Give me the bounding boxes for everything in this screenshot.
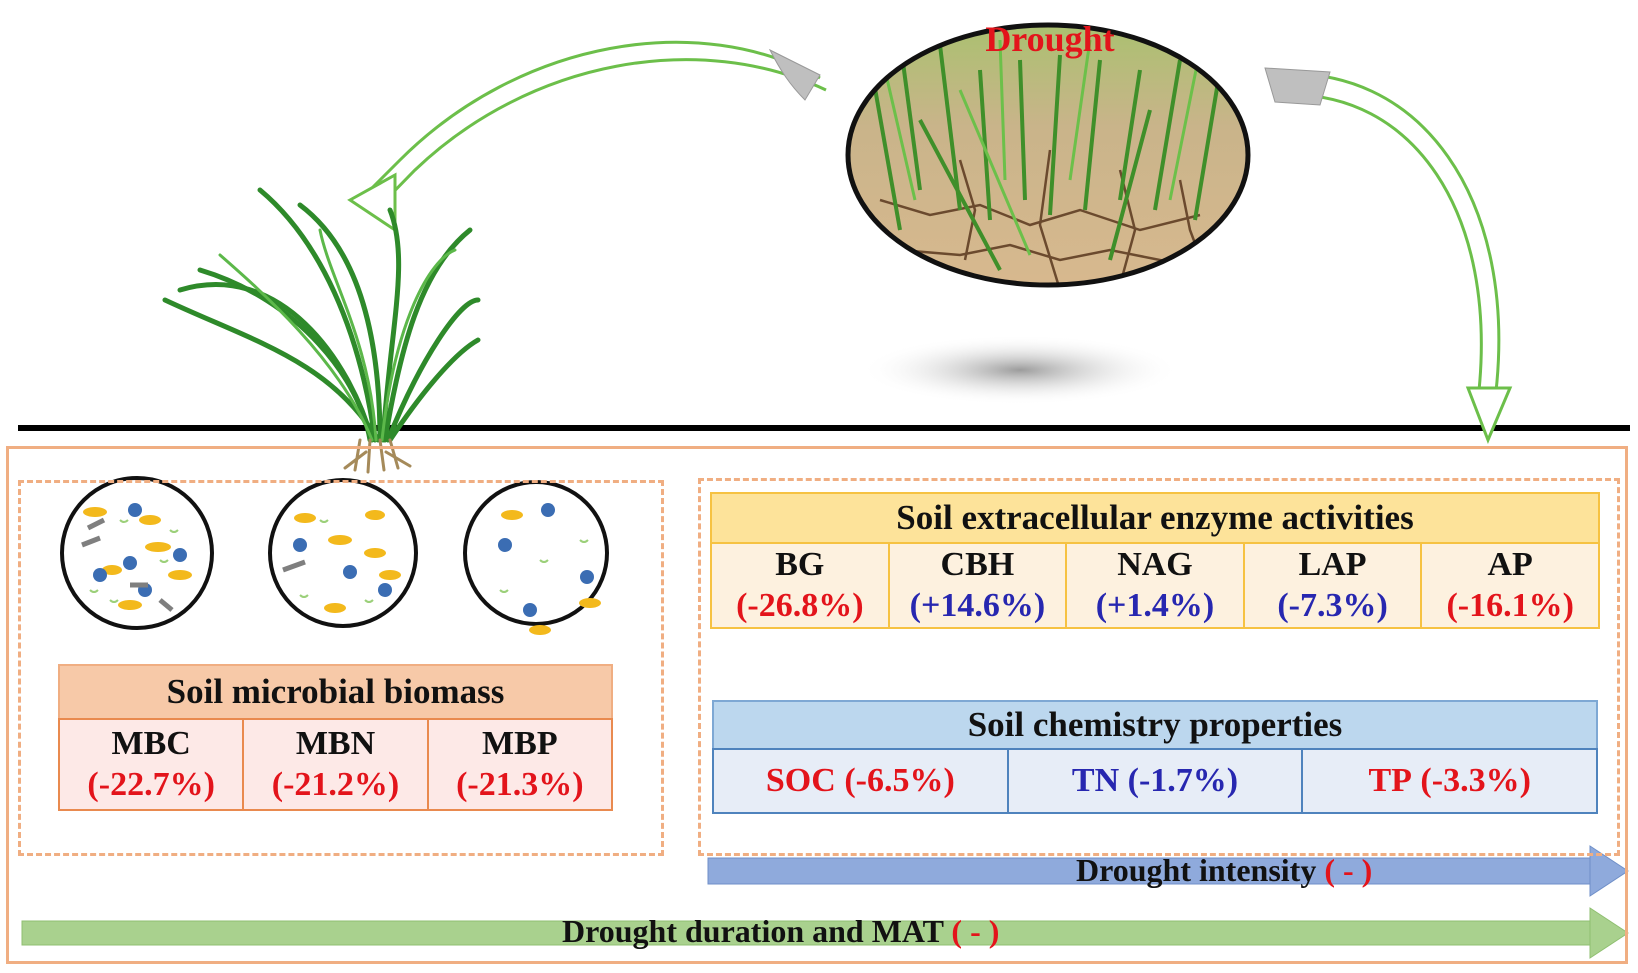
chemistry-table: Soil chemistry properties SOC (-6.5%) TN…	[712, 700, 1598, 814]
cell-name: BG	[775, 545, 825, 583]
cell-name: MBN	[295, 724, 376, 762]
cell-name: AP	[1487, 545, 1533, 583]
microbial-dashed-box	[18, 480, 664, 856]
biomass-cell-mbn: MBN (-21.2%)	[242, 720, 426, 809]
soil-frame	[6, 446, 1628, 964]
biomass-cell-mbp: MBP (-21.3%)	[426, 720, 611, 809]
arrow-label-sign: ( - )	[1324, 852, 1373, 888]
cell-name: LAP	[1298, 545, 1367, 583]
chemistry-row: SOC (-6.5%) TN (-1.7%) TP (-3.3%)	[712, 748, 1598, 814]
cell-value: (-7.3%)	[1277, 586, 1388, 624]
cell-value: (-21.2%)	[271, 765, 400, 803]
drought-image	[848, 25, 1248, 285]
curved-arrow-left	[347, 40, 827, 233]
microbe-dish-3	[463, 480, 609, 635]
cell-value: (-16.1%)	[1446, 586, 1574, 624]
cell-value: (-1.7%)	[1127, 761, 1239, 799]
cell-name: MBC	[111, 724, 191, 762]
enzyme-cell-ap: AP (-16.1%)	[1420, 544, 1598, 627]
cell-name: TP	[1368, 761, 1412, 799]
cell-value: (-21.3%)	[456, 765, 584, 803]
chemistry-cell-soc: SOC (-6.5%)	[714, 750, 1007, 812]
cell-name: CBH	[940, 545, 1015, 583]
enzyme-cell-lap: LAP (-7.3%)	[1242, 544, 1421, 627]
cell-value: (+1.4%)	[1095, 586, 1215, 624]
enzyme-cell-bg: BG (-26.8%)	[712, 544, 888, 627]
cell-value: (-6.5%)	[844, 761, 955, 799]
cell-name: SOC	[765, 761, 836, 799]
arrow-label-sign: ( - )	[951, 913, 1000, 949]
cell-name: NAG	[1117, 545, 1193, 583]
chemistry-title: Soil chemistry properties	[712, 700, 1598, 748]
enzyme-row: BG (-26.8%) CBH (+14.6%) NAG (+1.4%) LAP…	[710, 542, 1600, 629]
drought-label: Drought	[985, 19, 1115, 59]
chemistry-cell-tn: TN (-1.7%)	[1006, 750, 1302, 812]
soil-properties-dashed-box	[698, 478, 1620, 856]
enzyme-table: Soil extracellular enzyme activities BG …	[710, 492, 1600, 629]
drought-duration-label: Drought duration and MAT ( - )	[562, 913, 999, 950]
enzyme-cell-nag: NAG (+1.4%)	[1065, 544, 1243, 627]
cell-value: (+14.6%)	[909, 586, 1046, 624]
biomass-cell-mbc: MBC (-22.7%)	[60, 720, 242, 809]
microbe-dish-1	[60, 476, 214, 630]
cell-name: TN	[1071, 761, 1120, 799]
cell-value: (-22.7%)	[87, 765, 215, 803]
chemistry-cell-tp: TP (-3.3%)	[1301, 750, 1596, 812]
enzyme-title: Soil extracellular enzyme activities	[710, 492, 1600, 542]
arrow-label-text: Drought duration and MAT	[562, 913, 944, 949]
cell-value: (-26.8%)	[736, 586, 864, 624]
biomass-table: Soil microbial biomass MBC (-22.7%) MBN …	[58, 664, 613, 811]
curved-arrow-right	[1264, 67, 1513, 445]
drought-intensity-label: Drought intensity ( - )	[1076, 852, 1372, 889]
cell-name: MBP	[482, 724, 558, 762]
arrow-label-text: Drought intensity	[1076, 852, 1317, 888]
biomass-row: MBC (-22.7%) MBN (-21.2%) MBP (-21.3%)	[58, 718, 613, 811]
rice-plant	[162, 187, 481, 474]
enzyme-cell-cbh: CBH (+14.6%)	[887, 544, 1066, 627]
biomass-title: Soil microbial biomass	[58, 664, 613, 718]
drought-duration-arrow	[21, 907, 1629, 959]
cell-value: (-3.3%)	[1420, 761, 1531, 799]
drought-intensity-arrow	[707, 845, 1629, 897]
image-shadow	[860, 335, 1180, 405]
